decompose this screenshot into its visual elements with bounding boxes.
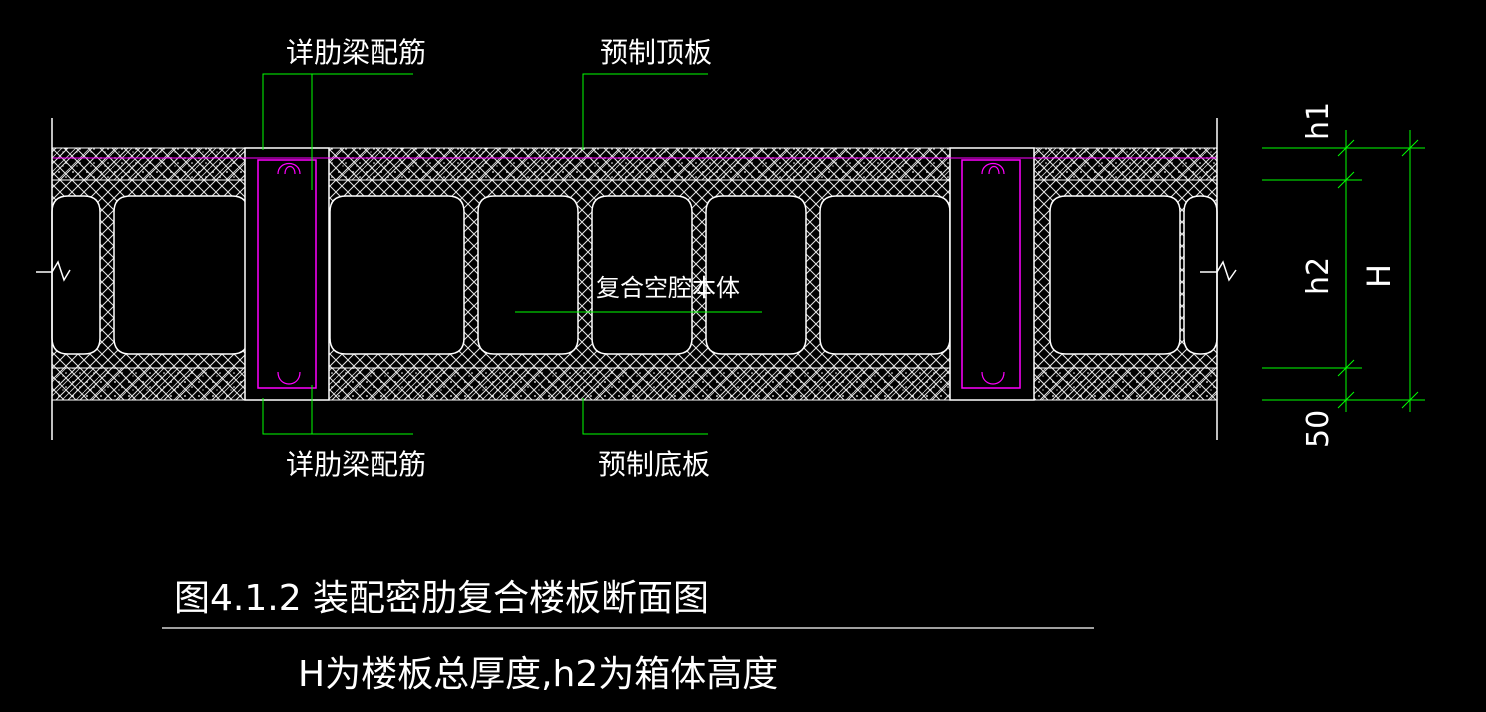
void-cell: [1049, 195, 1181, 355]
caption-title: 图4.1.2 装配密肋复合楼板断面图: [174, 578, 709, 619]
void-cell: [819, 195, 951, 355]
void-cells: [51, 195, 1218, 355]
rib-beam-left: [244, 147, 330, 401]
rebar-hook-left-bot: [277, 371, 301, 385]
void-cell: [113, 195, 249, 355]
dim-50: 50: [1301, 410, 1336, 448]
label-bottom-slab: 预制底板: [598, 448, 710, 481]
rebar-cage-right: [961, 159, 1021, 389]
rebar-hook-right-bot: [981, 371, 1005, 385]
rib-beams: [52, 147, 1217, 401]
bottom-slab-band: [51, 367, 1218, 401]
void-cell: [51, 195, 101, 355]
dim-h2: h2: [1301, 257, 1336, 295]
dim-h1: h1: [1301, 102, 1336, 140]
break-marks: [36, 118, 1237, 440]
void-cell: [705, 195, 807, 355]
rebar-cage-left: [257, 159, 317, 389]
label-top-slab: 预制顶板: [600, 36, 712, 69]
void-cell: [329, 195, 465, 355]
label-core: 复合空腔本体: [596, 274, 740, 302]
rebar-hook-right-top: [981, 162, 1005, 175]
leader-lines: [262, 73, 762, 435]
top-slab-band: [51, 147, 1218, 181]
void-cell: [1183, 195, 1218, 355]
dimension-lines: [1262, 130, 1425, 412]
rebar-hook-left-top: [277, 162, 301, 175]
void-cell: [591, 195, 693, 355]
dim-H: H: [1360, 264, 1398, 288]
void-cell: [477, 195, 579, 355]
label-bottom-rib: 详肋梁配筋: [286, 448, 426, 481]
label-top-rib: 详肋梁配筋: [286, 36, 426, 69]
caption-subtitle: H为楼板总厚度,h2为箱体高度: [298, 654, 778, 695]
